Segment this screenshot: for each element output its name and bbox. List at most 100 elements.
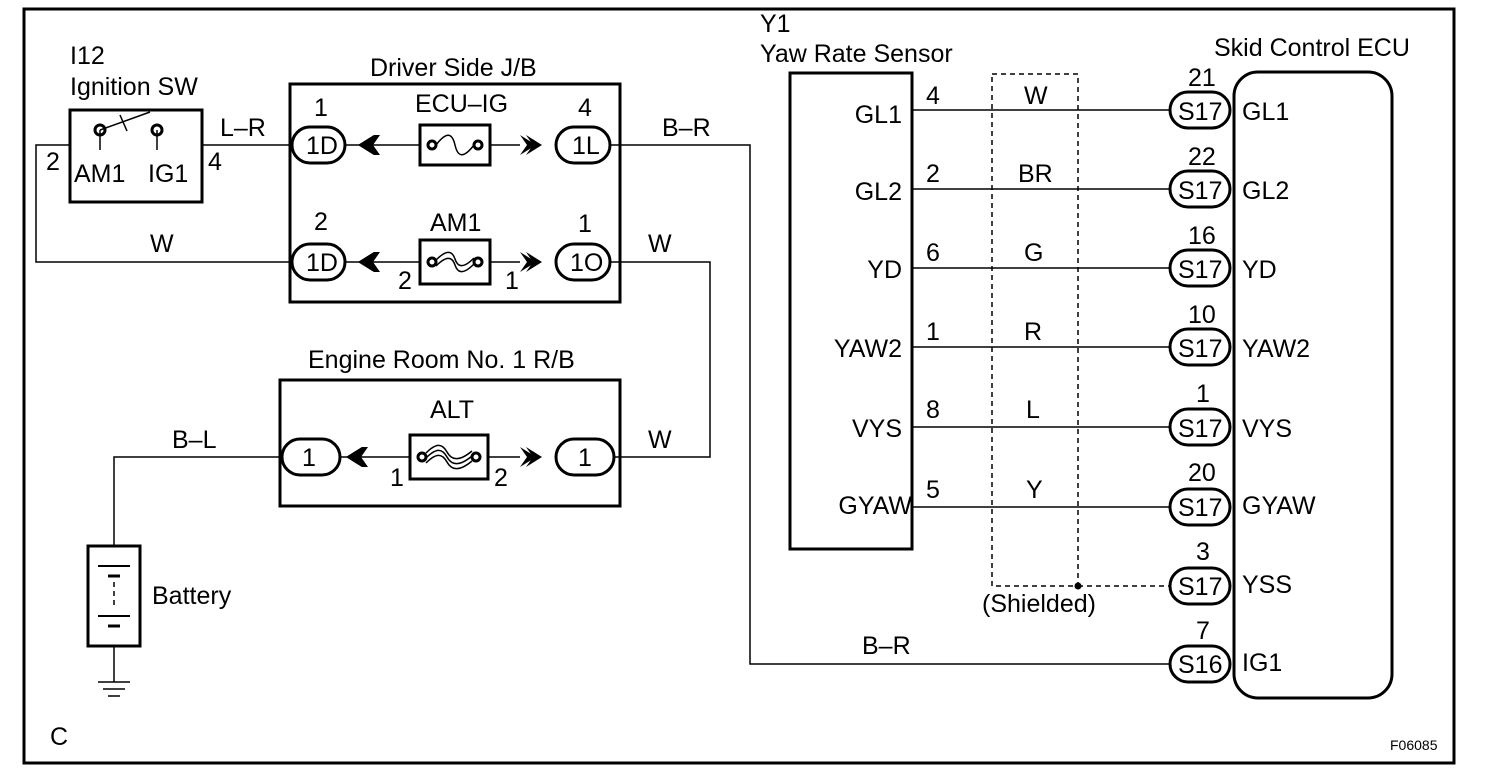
connector-1l-pin: 4 <box>578 94 592 122</box>
arrow-jb-row1-right <box>520 135 536 155</box>
arrow-jb-row2-right-b <box>526 252 542 272</box>
ecu-connector-gl1-label: S17 <box>1178 98 1222 126</box>
battery-label: Battery <box>152 582 232 610</box>
sensor-row-gl2: GL2 2 BR <box>855 160 1170 206</box>
connector-1d-row1-label: 1D <box>306 132 338 160</box>
ignition-pin-2: 2 <box>46 148 60 176</box>
arrow-jb-row2-right <box>520 252 536 272</box>
engine-rb-box <box>278 378 622 508</box>
ecu-pin-yss-number: 3 <box>1196 538 1210 566</box>
figure-code: F06085 <box>1390 737 1438 753</box>
sensor-pin-yaw2-number: 1 <box>926 318 940 346</box>
fuse-am1-box <box>418 238 492 286</box>
ecu-pin-ig1-label: IG1 <box>1242 649 1282 677</box>
shield-junction <box>1074 582 1082 590</box>
fuse-alt-name: ALT <box>430 396 474 424</box>
sensor-row-vys: VYS 8 L <box>852 396 1170 443</box>
ecu-pin-gl2-number: 22 <box>1188 143 1216 171</box>
arrow-jb-row2-left-b <box>358 252 380 272</box>
ecu-pin-gl1-number: 21 <box>1188 64 1216 92</box>
fuse-am1-symbol-a <box>435 251 475 267</box>
ecu-connector-yss <box>1168 566 1232 606</box>
fuse-ecu-ig-box <box>418 123 492 167</box>
ecu-connector-yaw2 <box>1168 327 1232 367</box>
ecu-pin-yaw2-number: 10 <box>1188 301 1216 329</box>
ecu-pin-gl1-label: GL1 <box>1242 98 1289 126</box>
ecu-pin-yss-label: YSS <box>1242 571 1292 599</box>
sensor-pin-gyaw-label: GYAW <box>838 492 912 520</box>
fuse-am1-end-left <box>426 256 438 268</box>
ecu-pin-gyaw-label: GYAW <box>1242 492 1316 520</box>
ecu-pin-ig1-number: 7 <box>1196 617 1210 645</box>
sensor-wire-gyaw-color: Y <box>1026 476 1043 504</box>
ecu-connector-ig1-label: S16 <box>1178 651 1222 679</box>
sensor-row-gl1: GL1 4 W <box>855 82 1170 129</box>
sensor-wire-yaw2-color: R <box>1024 318 1042 346</box>
fuse-am1-pin-right: 1 <box>505 267 519 295</box>
ignition-pin-4: 4 <box>208 148 222 176</box>
sensor-pin-gl1-label: GL1 <box>855 101 902 129</box>
connector-1d-row2-pin: 2 <box>314 208 328 236</box>
fuse-alt-symbol-a <box>425 444 473 460</box>
connector-1o-pin: 1 <box>578 210 592 238</box>
wire-jb-to-ecu-ig1 <box>610 144 1170 665</box>
ecu-connector-yss-label: S17 <box>1178 573 1222 601</box>
fuse-alt-pin-right: 2 <box>494 464 508 492</box>
ecu-pin-yd-label: YD <box>1242 256 1277 284</box>
arrow-rb-right <box>520 447 536 467</box>
fuse-alt-symbol-c <box>425 454 473 470</box>
wire-jb-to-rb <box>610 261 711 458</box>
fuse-ecu-ig-end-right <box>472 139 484 151</box>
ecu-name: Skid Control ECU <box>1214 34 1410 62</box>
ecu-pin-vys: 1 S17 VYS <box>1168 380 1292 447</box>
ecu-pin-yd: 16 S17 YD <box>1168 222 1277 288</box>
ecu-pin-yaw2: 10 S17 YAW2 <box>1168 301 1310 367</box>
sensor-wire-gl2-color: BR <box>1018 160 1053 188</box>
wire-label-jb-to-rb: W <box>648 230 672 258</box>
sensor-pin-yaw2-label: YAW2 <box>834 335 902 363</box>
sensor-pin-vys-number: 8 <box>926 396 940 424</box>
sensor-pin-vys-label: VYS <box>852 415 902 443</box>
wire-label-jb-to-ecu: B–R <box>662 114 711 142</box>
wire-am1-return <box>35 144 290 263</box>
ecu-pin-gyaw-number: 20 <box>1188 459 1216 487</box>
ecu-pin-vys-number: 1 <box>1196 380 1210 408</box>
ecu-connector-gl2 <box>1168 169 1232 209</box>
arrow-rb-left-b <box>346 447 368 467</box>
ecu-pin-gl2-label: GL2 <box>1242 177 1289 205</box>
fuse-alt-box <box>408 433 490 481</box>
fuse-alt-pin-left: 1 <box>390 464 404 492</box>
ecu-pin-yaw2-label: YAW2 <box>1242 335 1310 363</box>
sensor-wire-yd-color: G <box>1024 239 1043 267</box>
corner-label: C <box>50 723 68 751</box>
connector-rb-right <box>554 437 616 477</box>
ecu-pin-yd-number: 16 <box>1188 222 1216 250</box>
connector-1d-row2-label: 1D <box>306 249 338 277</box>
fuse-am1-name: AM1 <box>430 209 481 237</box>
diagram-frame <box>22 7 1456 765</box>
driver-jb-box <box>288 82 622 304</box>
fuse-ecu-ig-symbol <box>435 134 475 156</box>
sensor-pin-gyaw-number: 5 <box>926 476 940 504</box>
ecu-pin-gyaw: 20 S17 GYAW <box>1168 459 1316 527</box>
connector-1o-label: 1O <box>570 249 603 277</box>
sensor-row-yd: YD 6 G <box>867 239 1170 284</box>
connector-rb-right-label: 1 <box>578 444 592 472</box>
fuse-am1-end-right <box>472 256 484 268</box>
switch-lever-tick <box>119 114 128 132</box>
sensor-wire-gl1-color: W <box>1024 82 1048 110</box>
yaw-sensor-box <box>788 71 914 551</box>
fuse-ecu-ig-name: ECU–IG <box>415 90 508 118</box>
fuse-am1-pin-left: 2 <box>398 267 412 295</box>
sensor-row-yaw2: YAW2 1 R <box>834 318 1170 363</box>
ignition-terminal-ig1: IG1 <box>148 160 188 188</box>
wire-label-ig1-feed: B–R <box>862 632 911 660</box>
driver-jb-title: Driver Side J/B <box>370 54 537 82</box>
connector-1d-row1 <box>290 125 347 165</box>
shield-label: (Shielded) <box>982 590 1096 618</box>
sensor-row-gyaw: GYAW 5 Y <box>838 476 1170 520</box>
sensor-pin-yd-number: 6 <box>926 239 940 267</box>
ignition-switch-name: Ignition SW <box>70 73 198 101</box>
ecu-pin-gl1: 21 S17 GL1 <box>1168 64 1289 130</box>
